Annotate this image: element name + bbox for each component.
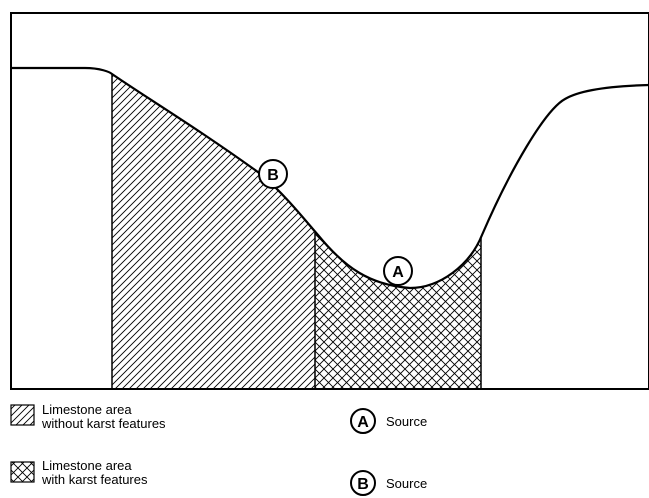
svg-text:A: A bbox=[392, 264, 404, 281]
legend-item-with-karst: Limestone area with karst features bbox=[11, 458, 148, 487]
legend-source-a-label: Source bbox=[386, 414, 427, 429]
legend-source-b-letter: B bbox=[357, 476, 369, 493]
legend-swatch-cross-hatch bbox=[11, 462, 34, 482]
legend-source-a-letter: A bbox=[357, 414, 369, 431]
legend-with-karst-line2: with karst features bbox=[41, 472, 148, 487]
marker-a: A bbox=[384, 257, 412, 285]
legend-item-without-karst: Limestone area without karst features bbox=[11, 402, 166, 431]
legend-item-source-a: A Source bbox=[351, 409, 427, 433]
marker-b: B bbox=[259, 160, 287, 188]
legend-without-karst-line1: Limestone area bbox=[42, 402, 132, 417]
limestone-area-without-karst-region bbox=[112, 60, 315, 389]
legend-item-source-b: B Source bbox=[351, 471, 427, 495]
limestone-area-with-karst-region bbox=[315, 60, 481, 389]
legend-source-b-label: Source bbox=[386, 476, 427, 491]
legend-with-karst-line1: Limestone area bbox=[42, 458, 132, 473]
svg-text:B: B bbox=[267, 167, 279, 184]
legend-swatch-diagonal-hatch bbox=[11, 405, 34, 425]
legend-without-karst-line2: without karst features bbox=[41, 416, 166, 431]
